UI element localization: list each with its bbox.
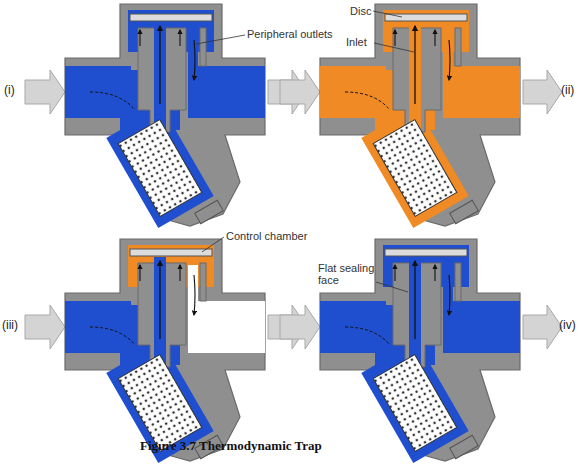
panel-number: (iii) [2, 319, 18, 331]
trap-panel [280, 239, 562, 463]
part-label: Flat sealing face [318, 262, 380, 286]
panel-number: (ii) [561, 84, 574, 96]
part-label: Peripheral outlets [247, 28, 333, 40]
part-label: Control chamber [226, 230, 307, 242]
part-label: Inlet [346, 36, 367, 48]
panel-number: (iv) [559, 319, 576, 331]
part-label: Disc [350, 5, 371, 17]
leader-line [374, 43, 414, 52]
leader-line [202, 237, 224, 252]
panel-number: (i) [4, 84, 15, 96]
figure-caption: Figure 3.7 Thermodynamic Trap [140, 438, 322, 454]
leader-line [376, 282, 408, 292]
leader-line [373, 11, 402, 17]
trap-panel [25, 239, 307, 463]
leader-line [196, 35, 245, 44]
leader-lines [196, 11, 414, 292]
